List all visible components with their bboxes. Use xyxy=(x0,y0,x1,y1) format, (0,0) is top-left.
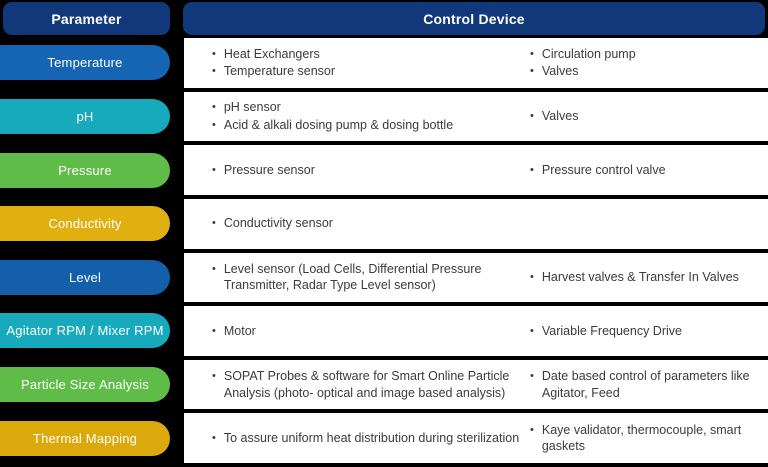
bullet-icon: • xyxy=(212,47,216,60)
bullet-text: pH sensor xyxy=(223,100,281,115)
bullet-item: • Level sensor (Load Cells, Differential … xyxy=(212,261,520,294)
bullet-text: Pressure sensor xyxy=(223,162,315,177)
parameter-column-header: Parameter xyxy=(3,2,170,35)
parameter-pill: pH xyxy=(0,98,170,134)
device-right-list: • Kaye validator, thermocouple, smart gas… xyxy=(530,421,768,456)
bullet-icon: • xyxy=(212,324,216,337)
table-row: • Heat Exchangers • Temperature sensor • Circ… xyxy=(182,38,768,88)
bullet-icon: • xyxy=(212,65,216,78)
device-right-list: • Harvest valves & Transfer In Valves xyxy=(530,268,768,287)
table-row: • Conductivity sensor xyxy=(182,198,768,249)
parameter-pill-cell: Conductivity xyxy=(0,199,170,249)
bullet-item: • Pressure sensor xyxy=(212,162,520,179)
bullet-item: • Date based control of parameters like A… xyxy=(530,368,762,401)
parameter-pill: Pressure xyxy=(0,152,170,188)
bullet-icon: • xyxy=(530,271,534,284)
bullet-icon: • xyxy=(212,101,216,114)
bullet-item: • Acid & alkali dosing pump & dosing bott… xyxy=(212,117,520,134)
bullet-text: Acid & alkali dosing pump & dosing bottl… xyxy=(223,117,454,132)
bullet-item: • Heat Exchangers xyxy=(212,46,520,63)
bullet-item: • SOPAT Probes & software for Smart Onlin… xyxy=(212,368,520,401)
bullet-text: SOPAT Probes & software for Smart Online… xyxy=(223,369,510,400)
bullet-item: • Pressure control valve xyxy=(530,162,762,179)
bullet-text: Valves xyxy=(541,109,579,124)
control-device-column-header: Control Device xyxy=(183,2,765,35)
bullet-item: • pH sensor xyxy=(212,99,520,116)
parameter-pill: Agitator RPM / Mixer RPM xyxy=(0,313,170,349)
bullet-icon: • xyxy=(212,370,216,383)
parameter-pill: Particle Size Analysis xyxy=(0,367,170,403)
device-left-list: • Pressure sensor xyxy=(184,161,530,180)
device-left-list: • To assure uniform heat distribution dur… xyxy=(184,429,530,448)
bullet-item: • Variable Frequency Drive xyxy=(530,323,762,340)
bullet-icon: • xyxy=(530,163,534,176)
bullet-icon: • xyxy=(212,217,216,230)
device-left-list: • SOPAT Probes & software for Smart Onlin… xyxy=(184,367,530,402)
bullet-icon: • xyxy=(212,163,216,176)
table-row: • Motor • Variable Frequency Drive xyxy=(182,306,768,356)
bullet-icon: • xyxy=(530,47,534,60)
parameter-pill: Level xyxy=(0,259,170,295)
device-left-list: • Conductivity sensor xyxy=(184,214,530,233)
bullet-text: Pressure control valve xyxy=(541,162,666,177)
parameter-pill: Conductivity xyxy=(0,206,170,242)
parameter-pill: Thermal Mapping xyxy=(0,420,170,456)
bullet-icon: • xyxy=(212,431,216,444)
device-right-list: • Date based control of parameters like A… xyxy=(530,367,768,402)
bullet-icon: • xyxy=(530,110,534,123)
device-right-list: • Variable Frequency Drive xyxy=(530,322,768,341)
bullet-text: Temperature sensor xyxy=(223,64,336,79)
parameter-pill-cell: pH xyxy=(0,92,170,142)
bullet-text: Date based control of parameters like Ag… xyxy=(541,369,750,400)
parameter-pill-cell: Agitator RPM / Mixer RPM xyxy=(0,306,170,356)
parameter-pill-cell: Thermal Mapping xyxy=(0,413,170,463)
bullet-text: Variable Frequency Drive xyxy=(541,323,682,338)
bullet-icon: • xyxy=(212,263,216,276)
device-left-list: • pH sensor • Acid & alkali dosing pump & d… xyxy=(184,98,530,134)
control-device-row-list: • Heat Exchangers • Temperature sensor • Circ… xyxy=(182,38,768,467)
bullet-text: Heat Exchangers xyxy=(223,46,320,61)
bullet-item: • Motor xyxy=(212,323,520,340)
device-left-list: • Heat Exchangers • Temperature sensor xyxy=(184,45,530,81)
bullet-item: • Valves xyxy=(530,63,762,80)
bullet-text: To assure uniform heat distribution duri… xyxy=(223,430,520,445)
bullet-text: Conductivity sensor xyxy=(223,216,333,231)
bullet-item: • Harvest valves & Transfer In Valves xyxy=(530,269,762,286)
bullet-text: Circulation pump xyxy=(541,46,636,61)
parameter-pill-cell: Particle Size Analysis xyxy=(0,360,170,410)
bullet-text: Valves xyxy=(541,64,579,79)
bullet-icon: • xyxy=(530,65,534,78)
parameter-pill: Temperature xyxy=(0,45,170,81)
bullet-item: • Temperature sensor xyxy=(212,63,520,80)
table-row: • Pressure sensor • Pressure control valve xyxy=(182,145,768,195)
device-right-list: • Pressure control valve xyxy=(530,161,768,180)
device-right-list: • Valves xyxy=(530,107,768,126)
bullet-text: Kaye validator, thermocouple, smart gask… xyxy=(541,422,742,454)
bullet-icon: • xyxy=(530,423,534,436)
device-right-list: • Circulation pump • Valves xyxy=(530,45,768,81)
table-row: • pH sensor • Acid & alkali dosing pump & d… xyxy=(182,91,768,142)
device-left-list: • Motor xyxy=(184,322,530,341)
parameter-pill-cell: Pressure xyxy=(0,145,170,195)
bullet-item: • Kaye validator, thermocouple, smart gas… xyxy=(530,422,762,455)
bullet-item: • Valves xyxy=(530,108,762,125)
bullet-icon: • xyxy=(530,370,534,383)
bullet-text: Motor xyxy=(223,323,256,338)
bullet-text: Harvest valves & Transfer In Valves xyxy=(541,270,739,285)
table-row: • SOPAT Probes & software for Smart Onlin… xyxy=(182,359,768,410)
table-row: • To assure uniform heat distribution dur… xyxy=(182,413,768,463)
bullet-text: Level sensor (Load Cells, Differential P… xyxy=(223,262,482,293)
parameter-pill-cell: Level xyxy=(0,253,170,303)
bullet-item: • To assure uniform heat distribution dur… xyxy=(212,430,520,447)
bullet-item: • Circulation pump xyxy=(530,46,762,63)
bullet-item: • Conductivity sensor xyxy=(212,215,520,232)
parameter-pill-cell: Temperature xyxy=(0,38,170,88)
bullet-icon: • xyxy=(530,324,534,337)
device-left-list: • Level sensor (Load Cells, Differential … xyxy=(184,260,530,295)
table-row: • Level sensor (Load Cells, Differential … xyxy=(182,252,768,303)
bullet-icon: • xyxy=(212,118,216,131)
